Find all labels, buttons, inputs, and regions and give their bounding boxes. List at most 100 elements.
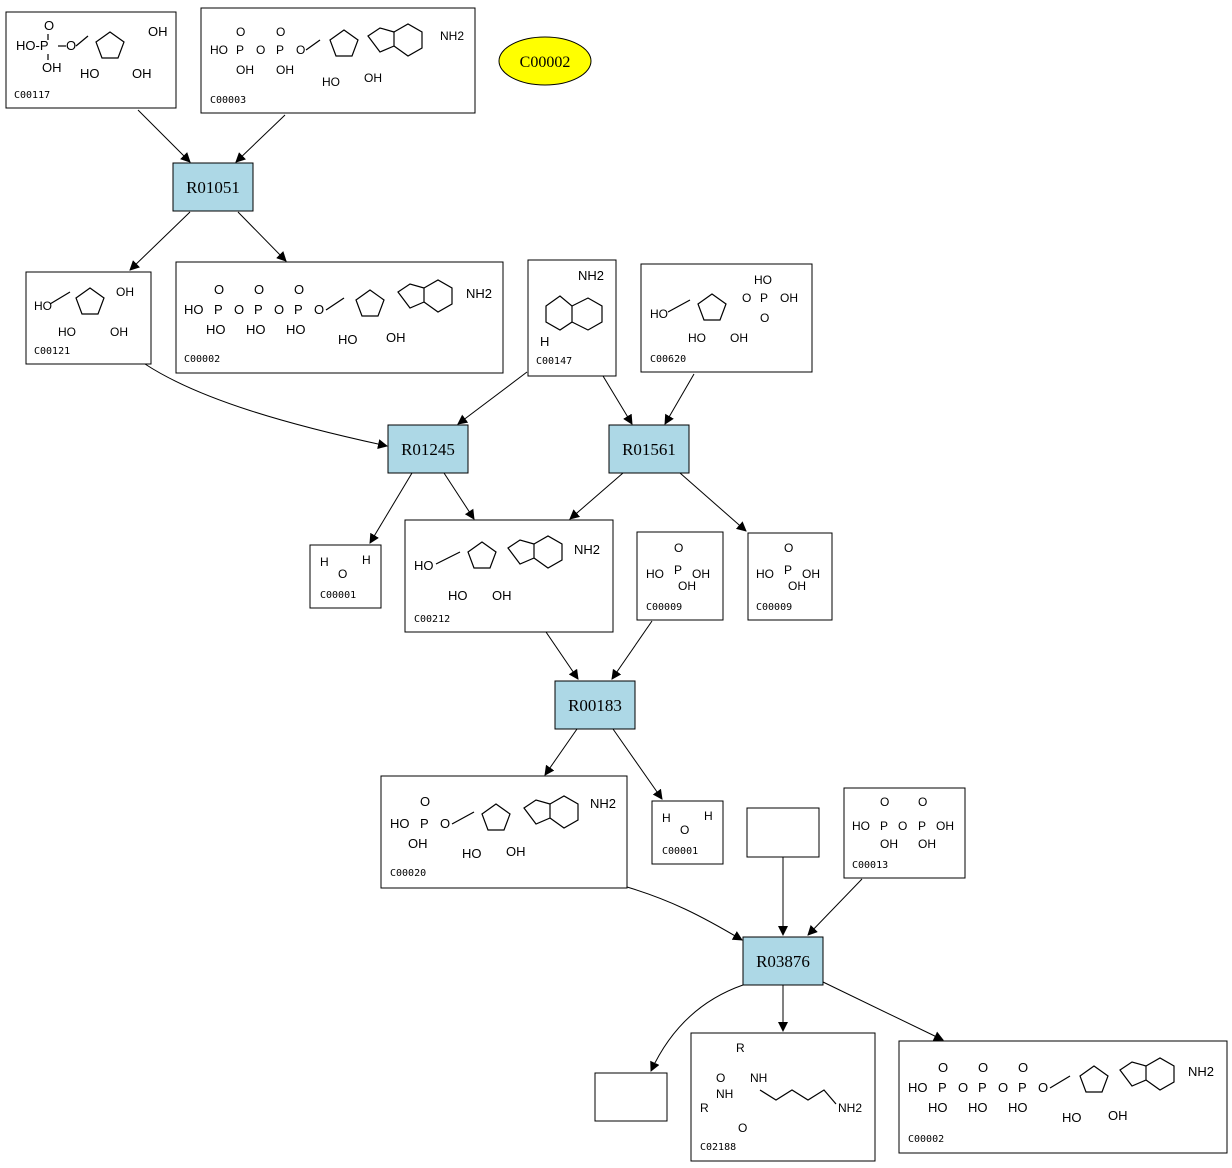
svg-text:HO: HO	[390, 816, 410, 831]
edge-r01051-c00002	[237, 211, 287, 262]
edge-c00147-r01561	[602, 375, 633, 425]
compound-node-c00212[interactable]: HO NH2 HO OH C00212	[404, 519, 614, 633]
svg-text:HO: HO	[688, 331, 706, 345]
svg-text:R: R	[700, 1101, 709, 1115]
compound-node-c00002-bottom[interactable]: HO P O HO O P O HO O P O HO O NH2 HO OH …	[898, 1040, 1228, 1154]
edge-c00009-r00183	[611, 620, 653, 680]
svg-text:HO: HO	[754, 273, 772, 287]
compound-id: C00620	[650, 354, 686, 365]
svg-text:P: P	[760, 291, 768, 305]
compound-node-c00003[interactable]: HO P O OH O P O OH O NH2 HO OH C00003	[200, 7, 476, 114]
compound-node-c00147[interactable]: NH2 H C00147	[527, 259, 617, 377]
compound-node-blank-bottom[interactable]	[594, 1072, 668, 1122]
svg-text:O: O	[236, 25, 245, 39]
edges	[129, 109, 944, 1072]
svg-text:P: P	[214, 302, 223, 317]
svg-text:OH: OH	[236, 63, 254, 77]
compound-node-c02188[interactable]: R O NH NH R O NH2 C02188	[690, 1032, 876, 1162]
chem-label: HO-P	[16, 38, 49, 53]
svg-text:NH2: NH2	[1188, 1064, 1214, 1079]
svg-text:H: H	[362, 553, 371, 567]
svg-text:NH2: NH2	[440, 29, 464, 43]
svg-text:H: H	[320, 555, 329, 569]
svg-text:OH: OH	[132, 66, 152, 81]
svg-text:OH: OH	[492, 588, 512, 603]
svg-text:OH: OH	[116, 285, 134, 299]
compound-node-blank-top[interactable]	[746, 807, 820, 858]
compound-node-c00020[interactable]: O HO P O OH NH2 HO OH C00020	[380, 775, 628, 889]
svg-text:O: O	[214, 282, 224, 297]
svg-text:O: O	[880, 795, 889, 809]
reaction-node-r00183[interactable]: R00183	[554, 680, 636, 730]
svg-text:P: P	[938, 1080, 947, 1095]
svg-text:O: O	[276, 25, 285, 39]
svg-text:OH: OH	[386, 330, 406, 345]
svg-text:OH: OH	[936, 819, 954, 833]
compound-node-c00009-b[interactable]: O HO P OH OH C00009	[747, 532, 833, 621]
svg-text:P: P	[276, 43, 284, 57]
reaction-label: R01561	[622, 440, 676, 459]
svg-text:OH: OH	[678, 579, 696, 593]
svg-text:HO: HO	[414, 558, 434, 573]
svg-text:HO: HO	[646, 567, 664, 581]
reaction-label: R01245	[401, 440, 455, 459]
compound-id: C00117	[14, 90, 50, 101]
highlight-node[interactable]: C00002	[498, 36, 592, 86]
svg-text:OH: OH	[110, 325, 128, 339]
svg-text:O: O	[760, 311, 769, 325]
compound-id: C02188	[700, 1142, 736, 1153]
compound-node-c00001-a[interactable]: H O H C00001	[309, 544, 382, 609]
svg-text:O: O	[66, 38, 76, 53]
svg-text:P: P	[236, 43, 244, 57]
svg-text:HO: HO	[286, 322, 306, 337]
compound-id: C00001	[662, 846, 698, 857]
edge-r01561-c00212	[569, 472, 624, 520]
svg-text:O: O	[918, 795, 927, 809]
svg-text:NH: NH	[716, 1087, 733, 1101]
svg-text:OH: OH	[42, 60, 62, 75]
svg-text:O: O	[1038, 1080, 1048, 1095]
svg-text:NH2: NH2	[838, 1101, 862, 1115]
compound-node-c00009-a[interactable]: O HO P OH OH C00009	[636, 531, 724, 621]
reaction-node-r01245[interactable]: R01245	[387, 424, 469, 474]
compound-node-c00002-top[interactable]: HO P O HO O P O HO O P O HO O NH2 HO OH …	[175, 261, 504, 374]
svg-text:P: P	[674, 563, 682, 577]
svg-text:O: O	[254, 282, 264, 297]
compound-node-c00620[interactable]: HO O P OH O HO HO OH C00620	[640, 263, 813, 373]
compound-node-c00013[interactable]: O O HO P O P OH OH OH C00013	[843, 787, 966, 879]
reaction-node-r01051[interactable]: R01051	[172, 162, 254, 212]
svg-text:P: P	[784, 563, 792, 577]
edge-r01561-c00009	[679, 472, 747, 532]
compound-node-c00121[interactable]: HO OH HO OH C00121	[25, 271, 152, 365]
svg-text:OH: OH	[276, 63, 294, 77]
svg-text:P: P	[880, 819, 888, 833]
edge-c00020-r03876	[626, 886, 743, 941]
compound-node-c00001-b[interactable]: H O H C00001	[651, 800, 724, 865]
svg-text:NH2: NH2	[578, 268, 604, 283]
svg-text:O: O	[440, 816, 450, 831]
compound-id: C00121	[34, 346, 70, 357]
svg-text:HO: HO	[650, 307, 668, 321]
reaction-node-r03876[interactable]: R03876	[742, 936, 824, 986]
svg-text:O: O	[234, 302, 244, 317]
svg-text:P: P	[254, 302, 263, 317]
svg-text:OH: OH	[780, 291, 798, 305]
compound-node-c00117[interactable]: HO-P O OH O OH HO OH C00117	[5, 11, 177, 109]
svg-text:HO: HO	[34, 299, 52, 313]
svg-text:O: O	[958, 1080, 968, 1095]
reaction-label: R01051	[186, 178, 240, 197]
svg-text:O: O	[256, 43, 265, 57]
compound-id: C00009	[646, 602, 682, 613]
reaction-node-r01561[interactable]: R01561	[608, 424, 690, 474]
edge-c00147-r01245	[457, 371, 528, 425]
svg-text:O: O	[44, 18, 54, 33]
svg-text:HO: HO	[968, 1100, 988, 1115]
svg-text:O: O	[674, 541, 683, 555]
compound-id: C00212	[414, 614, 450, 625]
svg-text:O: O	[294, 282, 304, 297]
compound-id: C00013	[852, 860, 888, 871]
svg-text:O: O	[998, 1080, 1008, 1095]
svg-text:OH: OH	[880, 837, 898, 851]
svg-text:HO: HO	[206, 322, 226, 337]
svg-text:OH: OH	[692, 567, 710, 581]
